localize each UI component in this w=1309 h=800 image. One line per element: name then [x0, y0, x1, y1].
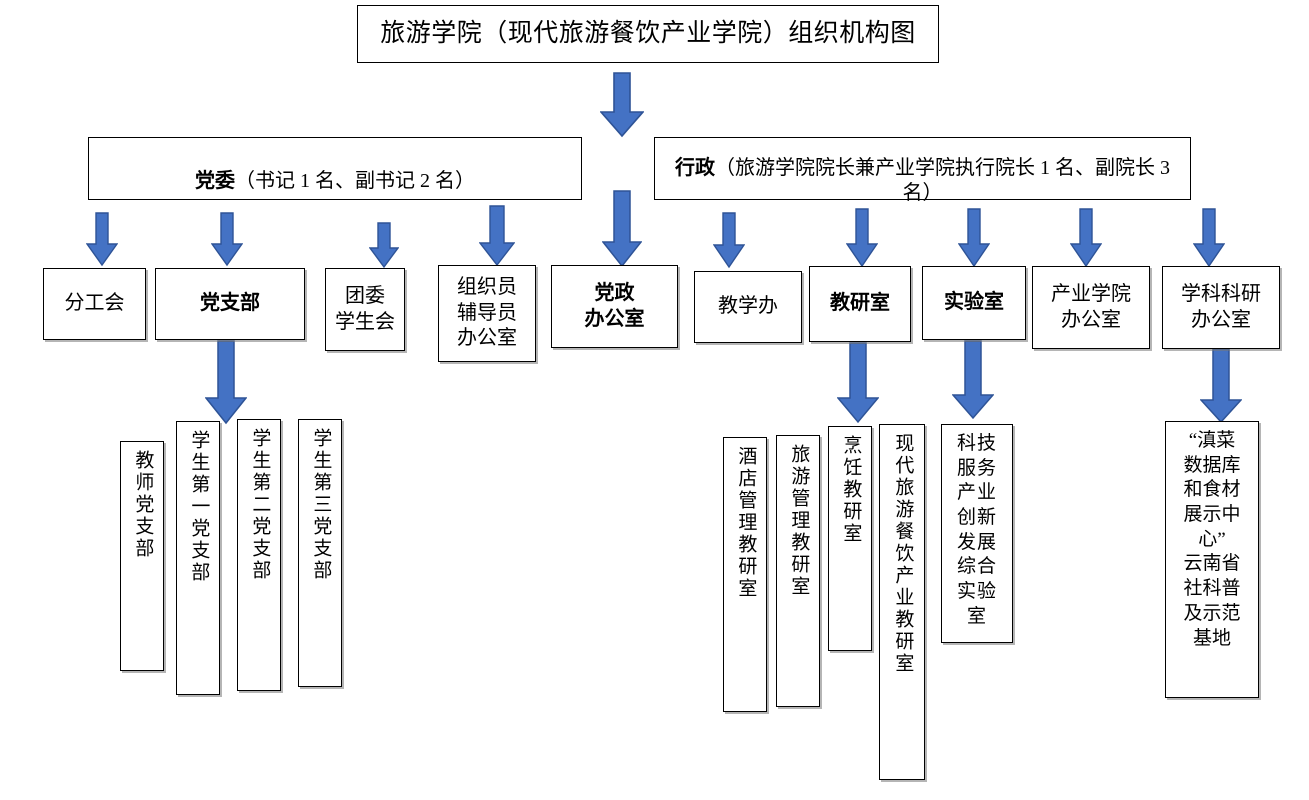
teaching-research-label: 教研室: [830, 292, 890, 315]
party-admin-office-label: 党政 办公室: [584, 281, 645, 330]
teaching-research-box: 教研室: [809, 266, 911, 342]
tourism-management-office-label: 旅游管理教研室: [788, 444, 810, 598]
arrow-to-party-branch: [211, 212, 243, 267]
branch-union-label: 分工会: [64, 292, 125, 315]
laboratory-box: 实验室: [922, 266, 1026, 340]
student-party-branch-1-label: 学生第一党支部: [188, 430, 210, 584]
comprehensive-lab-box: 科技 服务 产业 创新 发展 综合 实验 室: [941, 424, 1013, 643]
administration-detail: （旅游学院院长兼产业学院执行院长 1 名、副院长 3 名）: [715, 156, 1170, 205]
party-committee-label: 党委: [195, 169, 235, 192]
party-admin-office-box: 党政 办公室: [551, 265, 678, 348]
student-party-branch-2-label: 学生第二党支部: [249, 428, 271, 582]
party-committee-detail: （书记 1 名、副书记 2 名）: [235, 169, 475, 192]
party-committee-box: 党委（书记 1 名、副书记 2 名）: [88, 137, 582, 200]
chart-title-box: 旅游学院（现代旅游餐饮产业学院）组织机构图: [357, 5, 939, 63]
party-branch-box: 党支部: [155, 268, 305, 340]
youth-league-label: 团委 学生会: [335, 284, 395, 333]
arrow-title-down: [600, 72, 644, 138]
teacher-party-branch-label: 教师党支部: [132, 450, 154, 560]
arrow-to-branch-union: [86, 212, 118, 267]
teaching-office-box: 教学办: [694, 271, 802, 343]
hotel-management-office-label: 酒店管理教研室: [735, 446, 757, 600]
discipline-research-office-label: 学科科研 办公室: [1181, 282, 1261, 331]
comprehensive-lab-label: 科技 服务 产业 创新 发展 综合 实验 室: [956, 433, 997, 627]
student-party-branch-3-box: 学生第三党支部: [298, 419, 342, 687]
hotel-management-office-box: 酒店管理教研室: [723, 437, 767, 712]
arrow-to-discipline-research-office: [1193, 208, 1225, 268]
laboratory-label: 实验室: [944, 291, 1004, 314]
arrow-laboratory-down: [952, 340, 994, 420]
arrow-to-party-admin-office: [602, 190, 642, 268]
arrow-to-teaching-office: [713, 212, 745, 269]
modern-tourism-catering-office-label: 现代旅游餐饮产业教研室: [892, 433, 914, 675]
student-party-branch-3-label: 学生第三党支部: [310, 428, 332, 582]
youth-league-box: 团委 学生会: [325, 268, 405, 351]
arrow-discipline-research-down: [1200, 348, 1242, 424]
arrow-to-teaching-research: [846, 208, 878, 268]
student-party-branch-2-box: 学生第二党支部: [237, 419, 281, 691]
administration-label: 行政: [675, 156, 715, 179]
page-title: 旅游学院（现代旅游餐饮产业学院）组织机构图: [380, 20, 916, 47]
arrow-to-laboratory: [958, 208, 990, 268]
discipline-research-office-box: 学科科研 办公室: [1162, 266, 1280, 349]
arrow-party-branch-down: [205, 340, 247, 425]
teaching-office-label: 教学办: [718, 295, 778, 318]
arrow-to-organizer-office: [479, 205, 515, 267]
teacher-party-branch-box: 教师党支部: [120, 441, 164, 671]
industry-college-office-box: 产业学院 办公室: [1032, 266, 1150, 349]
dian-cuisine-base-label: “滇菜 数据库 和食材 展示中 心” 云南省 社科普 及示范 基地: [1183, 430, 1241, 649]
dian-cuisine-base-box: “滇菜 数据库 和食材 展示中 心” 云南省 社科普 及示范 基地: [1165, 421, 1259, 698]
arrow-to-industry-college-office: [1070, 208, 1102, 268]
arrow-teaching-research-down: [837, 342, 879, 424]
organizer-office-box: 组织员 辅导员 办公室: [438, 265, 536, 362]
culinary-office-label: 烹饪教研室: [840, 435, 862, 545]
tourism-management-office-box: 旅游管理教研室: [776, 435, 820, 707]
industry-college-office-label: 产业学院 办公室: [1051, 282, 1131, 331]
branch-union-box: 分工会: [43, 268, 146, 340]
arrow-to-youth-league: [369, 222, 399, 269]
administration-box: 行政（旅游学院院长兼产业学院执行院长 1 名、副院长 3 名）: [654, 137, 1191, 204]
organizer-office-label: 组织员 辅导员 办公室: [457, 276, 517, 350]
student-party-branch-1-box: 学生第一党支部: [176, 421, 220, 695]
modern-tourism-catering-office-box: 现代旅游餐饮产业教研室: [879, 424, 925, 780]
party-branch-label: 党支部: [200, 292, 260, 315]
culinary-office-box: 烹饪教研室: [828, 426, 872, 651]
